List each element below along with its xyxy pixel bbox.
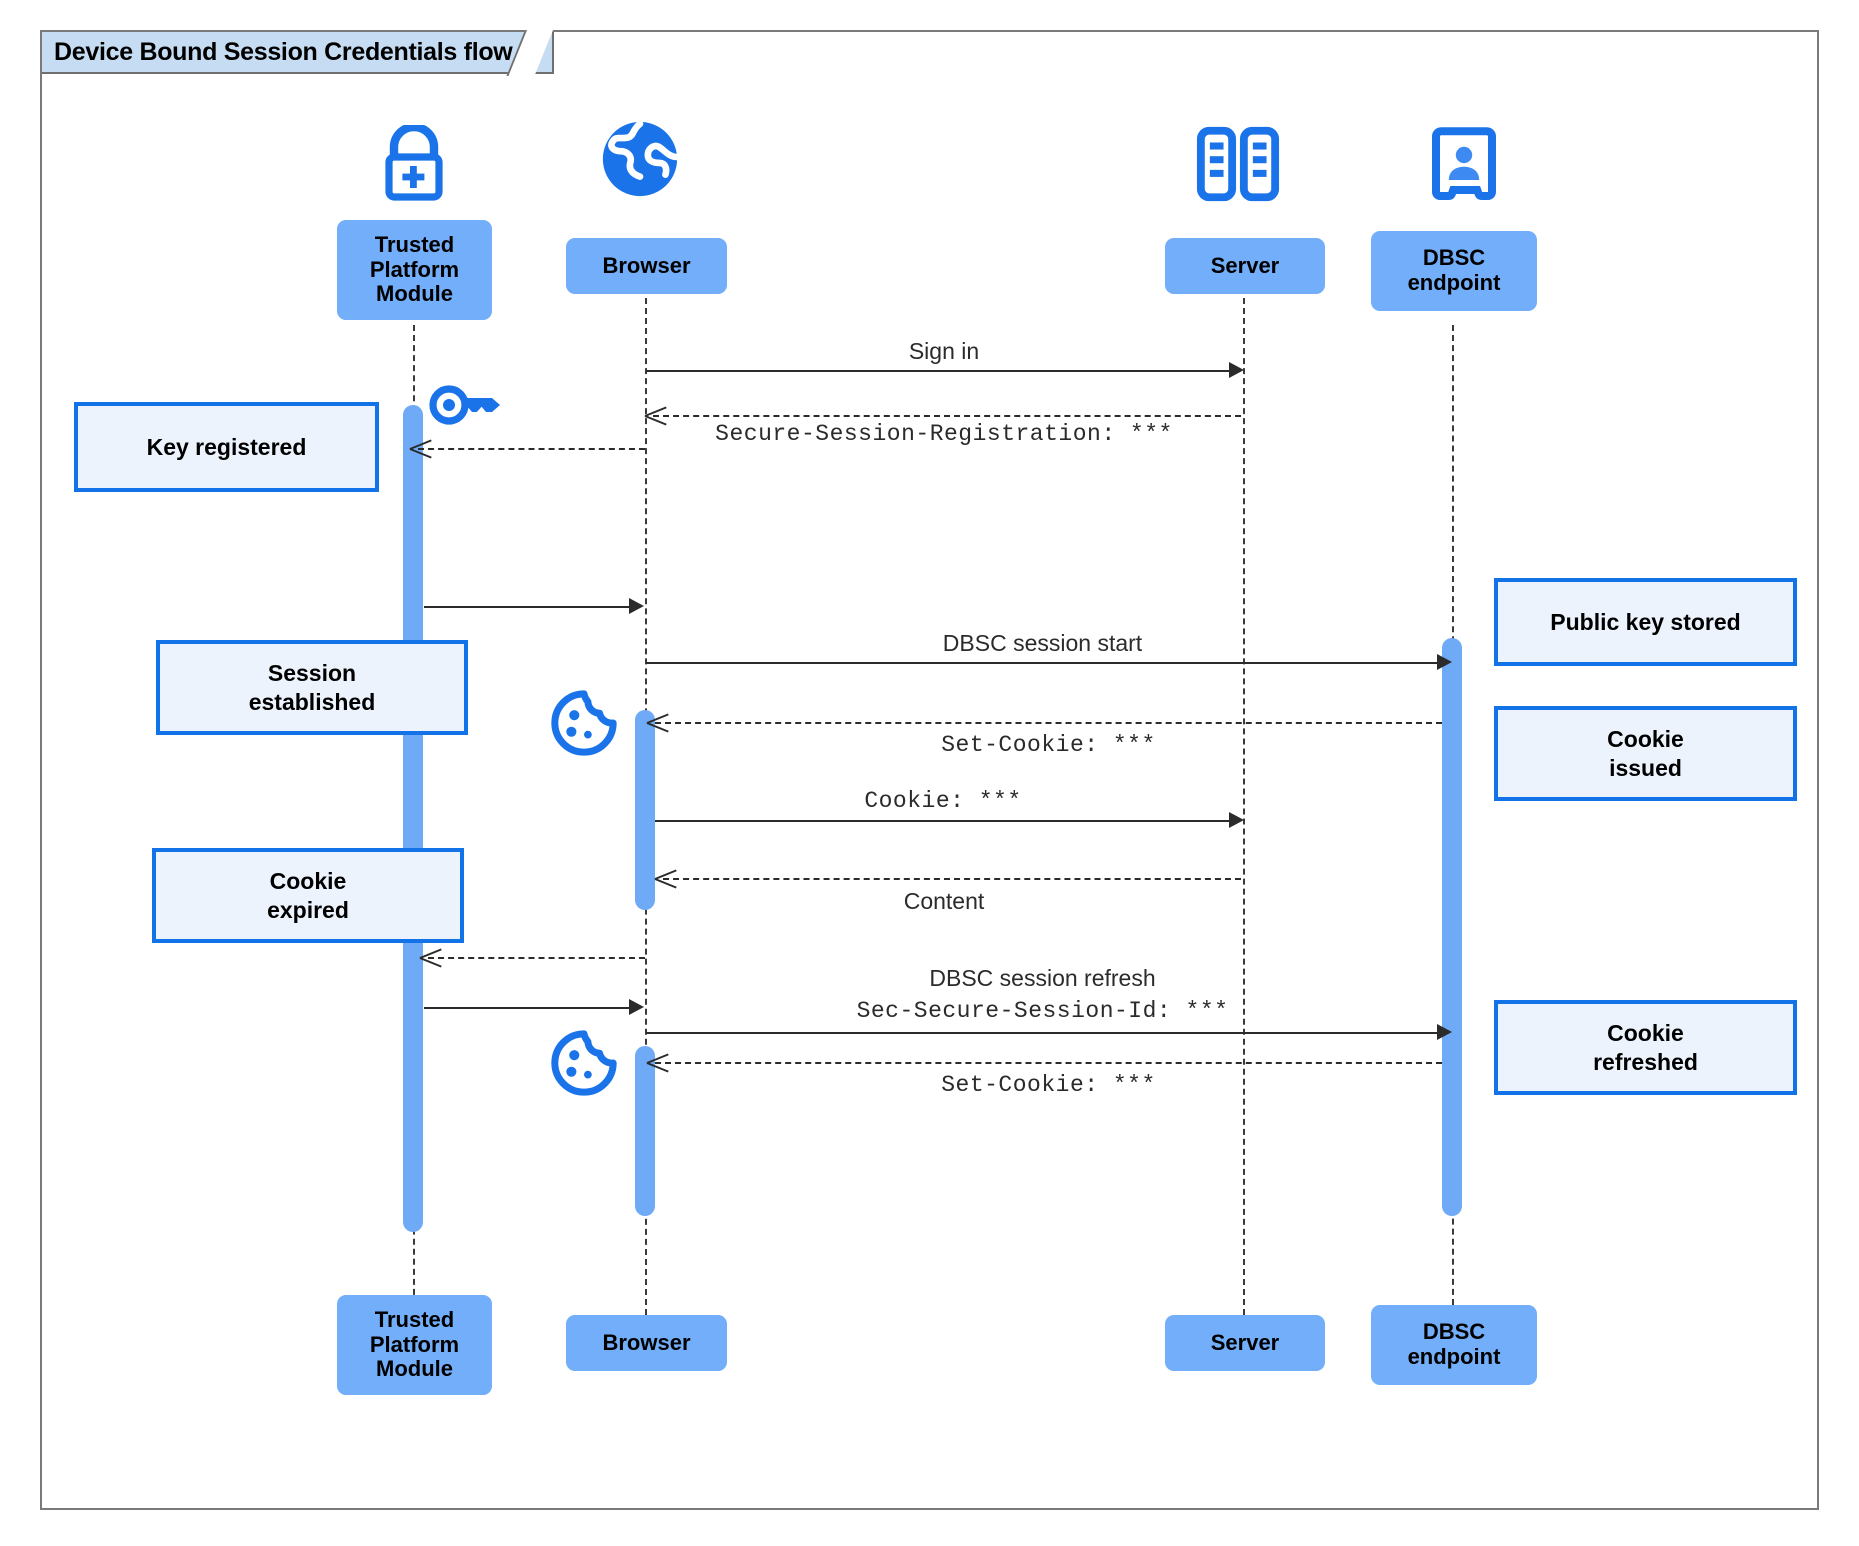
message-label-secure-session-registration: Secure-Session-Registration: *** [715, 421, 1173, 447]
message-line-tpm-to-browser-refresh [424, 1007, 631, 1009]
participant-label-tpm: Trusted Platform Module [369, 232, 460, 307]
note-cookie-expired: Cookie expired [152, 848, 464, 943]
note-cookie-issued: Cookie issued [1494, 706, 1797, 801]
participant-label-dbsc: DBSC endpoint [1407, 245, 1501, 295]
participant-box-browser-bottom[interactable]: Browser [566, 1315, 727, 1371]
message-arrowhead-cookie [1229, 812, 1244, 828]
note-label: Cookie issued [1607, 726, 1684, 781]
frame-title-tab: Device Bound Session Credentials flow [42, 32, 555, 74]
message-label-dbsc-session-refresh-line2: Sec-Secure-Session-Id: *** [856, 998, 1229, 1024]
message-line-browser-to-tpm-expired [428, 957, 645, 959]
message-label-set-cookie-1: Set-Cookie: *** [941, 732, 1156, 758]
message-line-content [663, 878, 1241, 880]
note-cookie-refreshed: Cookie refreshed [1494, 1000, 1797, 1095]
note-label: Cookie refreshed [1593, 1020, 1698, 1075]
message-line-tpm-to-browser-key [424, 606, 631, 608]
participant-box-tpm-bottom[interactable]: Trusted Platform Module [337, 1295, 492, 1395]
id-badge-icon [1432, 127, 1496, 200]
message-arrowhead-tpm-to-browser-key [629, 598, 644, 614]
participant-box-browser-top[interactable]: Browser [566, 238, 727, 294]
participant-box-server-top[interactable]: Server [1165, 238, 1325, 294]
message-line-cookie [655, 820, 1231, 822]
note-label: Cookie expired [267, 868, 349, 923]
participant-label-tpm: Trusted Platform Module [369, 1307, 460, 1382]
note-public-key-stored: Public key stored [1494, 578, 1797, 666]
message-arrowhead-dbsc-session-refresh [1437, 1024, 1452, 1040]
message-arrowhead-browser-to-tpm-expired [420, 946, 442, 968]
key-icon [429, 385, 500, 425]
message-line-set-cookie-2 [655, 1062, 1442, 1064]
message-line-dbsc-session-start [646, 662, 1441, 664]
message-label-sign-in: Sign in [908, 338, 980, 364]
message-arrowhead-register-key-to-tpm [410, 437, 432, 459]
note-key-registered: Key registered [74, 402, 379, 492]
message-line-secure-session-registration [653, 415, 1241, 417]
note-label: Session established [248, 660, 376, 715]
participant-box-server-bottom[interactable]: Server [1165, 1315, 1325, 1371]
note-label: Public key stored [1550, 608, 1741, 635]
activation-bar-tpm [403, 405, 423, 1232]
lock-plus-icon [385, 125, 443, 201]
cookie-icon [551, 690, 617, 756]
activation-bar-browser-2 [635, 1046, 655, 1216]
message-arrowhead-set-cookie-1 [647, 711, 669, 733]
message-arrowhead-content [655, 867, 677, 889]
participant-label-server: Server [1210, 252, 1280, 278]
message-arrowhead-dbsc-session-start [1437, 654, 1452, 670]
cookie-icon [551, 1030, 617, 1096]
message-arrowhead-sign-in [1229, 362, 1244, 378]
frame-title-label: Device Bound Session Credentials flow [54, 37, 513, 66]
note-label: Key registered [146, 433, 307, 460]
activation-bar-browser-1 [635, 710, 655, 910]
participant-label-browser: Browser [602, 252, 691, 278]
participant-label-browser: Browser [602, 1329, 691, 1355]
server-rack-icon [1196, 126, 1280, 202]
message-arrowhead-set-cookie-2 [647, 1051, 669, 1073]
note-session-established: Session established [156, 640, 468, 735]
lifeline-server [1243, 278, 1245, 1315]
message-label-set-cookie-2: Set-Cookie: *** [941, 1072, 1156, 1098]
message-label-cookie: Cookie: *** [864, 788, 1022, 814]
message-label-dbsc-session-start: DBSC session start [942, 630, 1143, 656]
participant-box-dbsc-top[interactable]: DBSC endpoint [1371, 231, 1537, 311]
participant-box-dbsc-bottom[interactable]: DBSC endpoint [1371, 1305, 1537, 1385]
participant-label-server: Server [1210, 1329, 1280, 1355]
globe-icon [602, 120, 681, 197]
message-line-sign-in [646, 370, 1231, 372]
activation-bar-dbsc [1442, 638, 1462, 1216]
message-arrowhead-tpm-to-browser-refresh [629, 999, 644, 1015]
message-line-register-key-to-tpm [418, 448, 645, 450]
message-label-dbsc-session-refresh-line1: DBSC session refresh [929, 965, 1156, 991]
participant-label-dbsc: DBSC endpoint [1407, 1319, 1501, 1369]
participant-box-tpm-top[interactable]: Trusted Platform Module [337, 220, 492, 320]
message-line-set-cookie-1 [655, 722, 1442, 724]
message-line-dbsc-session-refresh [646, 1032, 1441, 1034]
message-label-content: Content [903, 888, 985, 914]
